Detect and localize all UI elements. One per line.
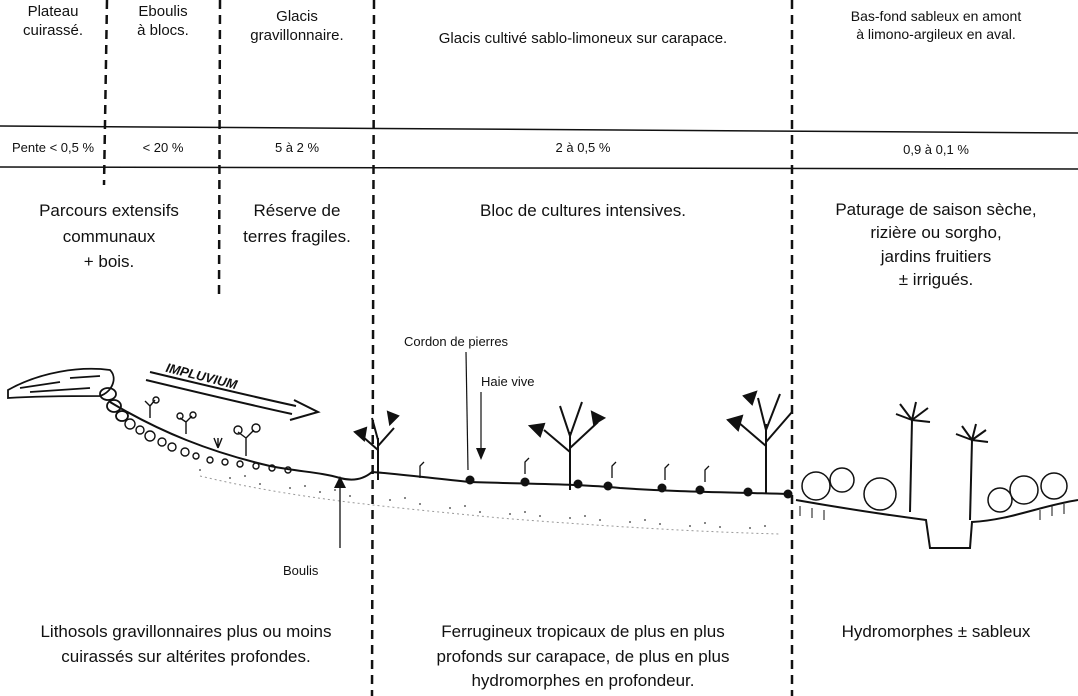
plateau-cuirasse-icon	[7, 367, 129, 422]
soil-hydromorphes-line1: Hydromorphes ± sableux	[841, 622, 1031, 641]
soil-ferrugineux-line2: profonds sur carapace, de plus en plus	[436, 646, 730, 666]
basfond-hatch	[799, 504, 1065, 520]
zone-glacis-gravillonnaire: Glacis gravillonnaire.	[222, 8, 372, 46]
basfond-shrubs-icon	[801, 467, 1068, 513]
stone-cordons-icon	[465, 475, 793, 499]
use-paturage-line4: ± irrigués.	[898, 270, 974, 290]
zone-eboulis-line2: à blocs.	[137, 21, 189, 39]
haie-label: Haie vive	[481, 374, 535, 389]
subsoil-lower-boundary	[199, 475, 781, 535]
use-reserve-line2: terres fragiles.	[243, 226, 351, 246]
slope-plateau: Pente < 0,5 %	[11, 140, 95, 155]
zone-plateau: Plateau cuirassé.	[0, 3, 106, 41]
impluvium-arrow-icon	[145, 371, 321, 421]
soil-ferrugineux: Ferrugineux tropicaux de plus en plus pr…	[376, 620, 790, 694]
grass-tufts-icon	[419, 457, 710, 482]
divider-glacis-cultive	[370, 0, 376, 696]
cordon-label: Cordon de pierres	[404, 334, 509, 349]
subsoil-stipple	[199, 469, 766, 529]
haie-pointer-head	[476, 448, 486, 460]
divider-eboulis-glacis	[217, 0, 222, 299]
zone-plateau-line2: cuirassé.	[22, 21, 84, 39]
zone-glacis-line1: Glacis	[276, 8, 318, 25]
zone-glacis-cultive: Glacis cultivé sablo-limoneux sur carapa…	[376, 30, 790, 49]
use-reserve: Réserve de terres fragiles.	[222, 198, 372, 249]
use-parcours-line3: + bois.	[83, 252, 135, 271]
glacis-shrubs-icon	[144, 396, 261, 456]
divider-plateau-eboulis	[102, 0, 109, 186]
zone-eboulis: Eboulis à blocs.	[108, 3, 218, 41]
zone-plateau-line1: Plateau	[27, 3, 79, 20]
soil-lithosols-line1: Lithosols gravillonnaires plus ou moins	[40, 622, 332, 641]
slope-glacis: 5 à 2 %	[274, 140, 320, 155]
slope-row-top-rule	[0, 125, 1078, 134]
zone-bas-fond-line2: à limono-argileux en aval.	[856, 25, 1016, 42]
use-parcours: Parcours extensifs communaux + bois.	[0, 198, 218, 275]
soil-ferrugineux-line1: Ferrugineux tropicaux de plus en plus	[441, 622, 725, 641]
use-paturage-line3: jardins fruitiers	[880, 246, 992, 266]
use-parcours-line1: Parcours extensifs	[39, 201, 179, 220]
use-cultures: Bloc de cultures intensives.	[376, 198, 790, 224]
boulis-label: Boulis	[283, 563, 319, 578]
boulis-marker-icon	[334, 476, 346, 548]
palm-trees-icon	[895, 401, 989, 521]
ground-surface-line	[109, 401, 791, 495]
zone-glacis-line2: gravillonnaire.	[250, 26, 344, 44]
use-paturage-line1: Paturage de saison sèche,	[835, 200, 1037, 219]
use-paturage-line2: rizière ou sorgho,	[870, 223, 1002, 243]
slope-bas-fond: 0,9 à 0,1 %	[903, 142, 969, 157]
soil-lithosols-line2: cuirassés sur altérites profondes.	[61, 646, 311, 666]
trees-icon	[353, 390, 793, 494]
slope-eboulis: < 20 %	[142, 140, 184, 155]
use-cultures-line1: Bloc de cultures intensives.	[480, 201, 686, 220]
use-paturage: Paturage de saison sèche, rizière ou sor…	[794, 198, 1078, 292]
zone-bas-fond-line1: Bas-fond sableux en amont	[850, 8, 1022, 24]
slope-row-bottom-rule	[0, 166, 1078, 170]
zone-bas-fond: Bas-fond sableux en amont à limono-argil…	[794, 8, 1078, 43]
soil-lithosols: Lithosols gravillonnaires plus ou moins …	[0, 620, 372, 669]
slope-glacis-cultive: 2 à 0,5 %	[555, 140, 611, 155]
cordon-pointer	[465, 351, 469, 471]
use-parcours-line2: communaux	[62, 226, 156, 246]
basfond-surface-line	[795, 499, 1078, 549]
soil-ferrugineux-line3: hydromorphes en profondeur.	[471, 671, 695, 691]
zone-eboulis-line1: Eboulis	[138, 3, 188, 20]
zone-glacis-cultive-line1: Glacis cultivé sablo-limoneux sur carapa…	[438, 30, 728, 47]
soil-hydromorphes: Hydromorphes ± sableux	[794, 620, 1078, 645]
use-reserve-line1: Réserve de	[253, 201, 341, 220]
